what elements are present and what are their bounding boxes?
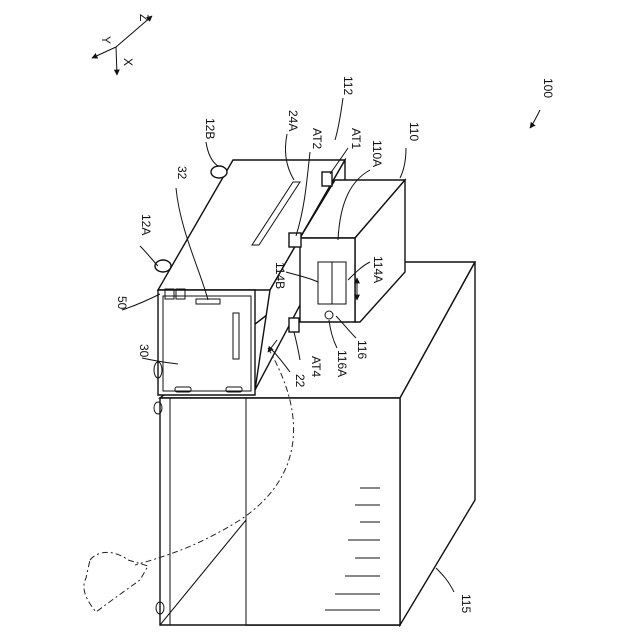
ref-115: 115 (459, 594, 473, 613)
ref-116: 116 (355, 340, 369, 359)
at2-unit (289, 233, 301, 247)
ref-AT2: AT2 (310, 128, 324, 149)
ref-32: 32 (175, 166, 189, 180)
ref-110A: 110A (370, 140, 384, 167)
hand-outline (84, 552, 148, 612)
ref-50: 50 (115, 296, 129, 310)
ref-24A: 24A (286, 110, 300, 131)
x-axis-arrow (116, 47, 117, 75)
ref-30: 30 (137, 344, 151, 358)
leader-100 (530, 110, 540, 128)
device-front-face (158, 290, 255, 395)
ref-114A: 114A (371, 256, 385, 283)
ref-116A: 116A (335, 350, 349, 377)
knob-12B (211, 166, 227, 178)
box-front (300, 238, 355, 322)
label-x: X (121, 58, 135, 66)
y-axis-arrow (92, 47, 116, 58)
ref-12B: 12B (203, 118, 217, 139)
axis-indicator (92, 16, 152, 75)
axis-labels: Z Y X (99, 14, 151, 66)
label-z: Z (137, 14, 151, 21)
ref-AT1: AT1 (349, 128, 363, 149)
ref-110: 110 (407, 122, 421, 141)
at4-unit (289, 318, 299, 332)
ref-AT4: AT4 (309, 356, 323, 377)
label-y: Y (99, 36, 113, 44)
ref-114B: 114B (273, 262, 287, 289)
ref-100: 100 (541, 78, 555, 98)
tank-front-face (160, 398, 400, 625)
ref-12A: 12A (139, 214, 153, 235)
ref-22: 22 (293, 374, 307, 388)
ref-112: 112 (341, 76, 355, 95)
